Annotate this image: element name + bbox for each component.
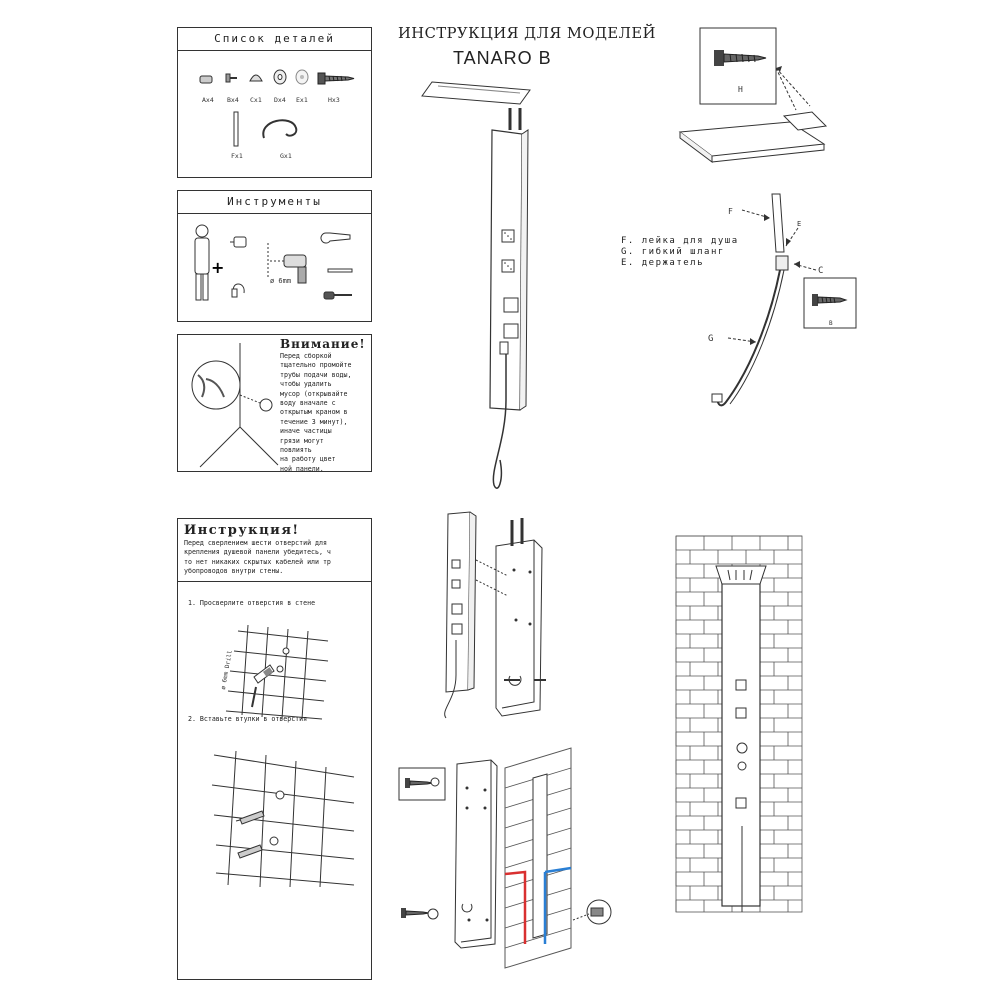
wrench-icon [320, 232, 351, 244]
screw-icon [225, 73, 237, 83]
wall-plug-icon-2 [237, 844, 263, 859]
anchor-plug-icon [199, 75, 213, 84]
step-2-label: 2. Вставьте втулки в отверстия [188, 715, 308, 723]
instructions-text: Перед сверлением шести отверстий для кре… [184, 539, 331, 576]
part-label-f: Fx1 [231, 152, 243, 160]
pencil-icon [327, 268, 353, 273]
callout-c: C [818, 266, 824, 276]
tools-illustration: + [194, 224, 353, 301]
parts-icons [199, 69, 355, 147]
step-1-label: 1. Просверлите отверстия в стене [188, 599, 316, 607]
wall-plug-icon [235, 810, 265, 825]
drill-size-label: ø 6mm [270, 277, 292, 285]
installed-panel-view [675, 535, 803, 913]
grid-wall-2 [211, 750, 355, 888]
rod-icon [233, 111, 239, 147]
wall-installation-illustration [398, 747, 612, 969]
goggles-icon [230, 236, 247, 248]
model-name: TANARO B [453, 48, 552, 68]
part-label-d: Dx4 [274, 96, 286, 104]
legend-item-e: E. держатель [621, 258, 705, 268]
long-screw-icon [714, 50, 767, 66]
callout-e: E [797, 220, 802, 228]
rain-head-detail [678, 27, 828, 163]
document-title: ИНСТРУКЦИЯ ДЛЯ МОДЕЛЕЙ [398, 24, 656, 42]
hand-shower-legend: F. лейка для душа G. гибкий шланг E. дер… [621, 236, 739, 269]
part-label-a: Ax4 [202, 96, 214, 104]
part-label-e: Ex1 [296, 96, 308, 104]
brick-wall [504, 747, 572, 969]
hand-shower-detail [711, 193, 857, 407]
svg-text:+: + [211, 258, 224, 277]
person-icon [194, 224, 210, 301]
parts-list-box: Список деталей [177, 27, 372, 178]
warning-text: Перед сборкой тщательно промойте трубы п… [280, 352, 352, 473]
drill-bit-icon [253, 664, 275, 684]
hose-icon [262, 119, 298, 139]
holder-icon [249, 74, 263, 82]
panel-mounting-illustration [444, 511, 546, 719]
legend-item-f: F. лейка для душа [621, 236, 739, 246]
warning-title: Внимание! [280, 337, 366, 351]
hand-screw-label: B [829, 320, 833, 327]
earmuff-icon [231, 283, 245, 298]
shower-panel-overview [421, 81, 531, 489]
legend-item-g: G. гибкий шланг [621, 247, 725, 257]
part-label-h: Hx3 [328, 96, 340, 104]
washer-icon [273, 69, 287, 85]
screwdriver-icon [323, 291, 352, 300]
warning-box: Внимание! Перед сборкой тщательно промой… [177, 334, 372, 473]
grid-wall-1 [225, 624, 329, 720]
drill-icon [267, 243, 307, 284]
part-label-b: Bx4 [227, 96, 239, 104]
tools-box: Инструменты + [177, 190, 372, 322]
callout-g: G [708, 334, 714, 344]
pipe-illustration [191, 343, 279, 468]
cap-icon [295, 69, 309, 85]
part-label-c: Cx1 [250, 96, 262, 104]
tools-title: Инструменты [178, 191, 371, 214]
instructions-title: Инструкция! [184, 523, 300, 538]
instructions-box: Инструкция! Перед сверлением шести отвер… [177, 518, 372, 980]
parts-list-title: Список деталей [178, 28, 371, 51]
part-label-g: Gx1 [280, 152, 292, 160]
long-screw-icon [317, 72, 355, 85]
callout-f: F [728, 207, 733, 216]
ceiling-screw-label: H [738, 85, 743, 94]
